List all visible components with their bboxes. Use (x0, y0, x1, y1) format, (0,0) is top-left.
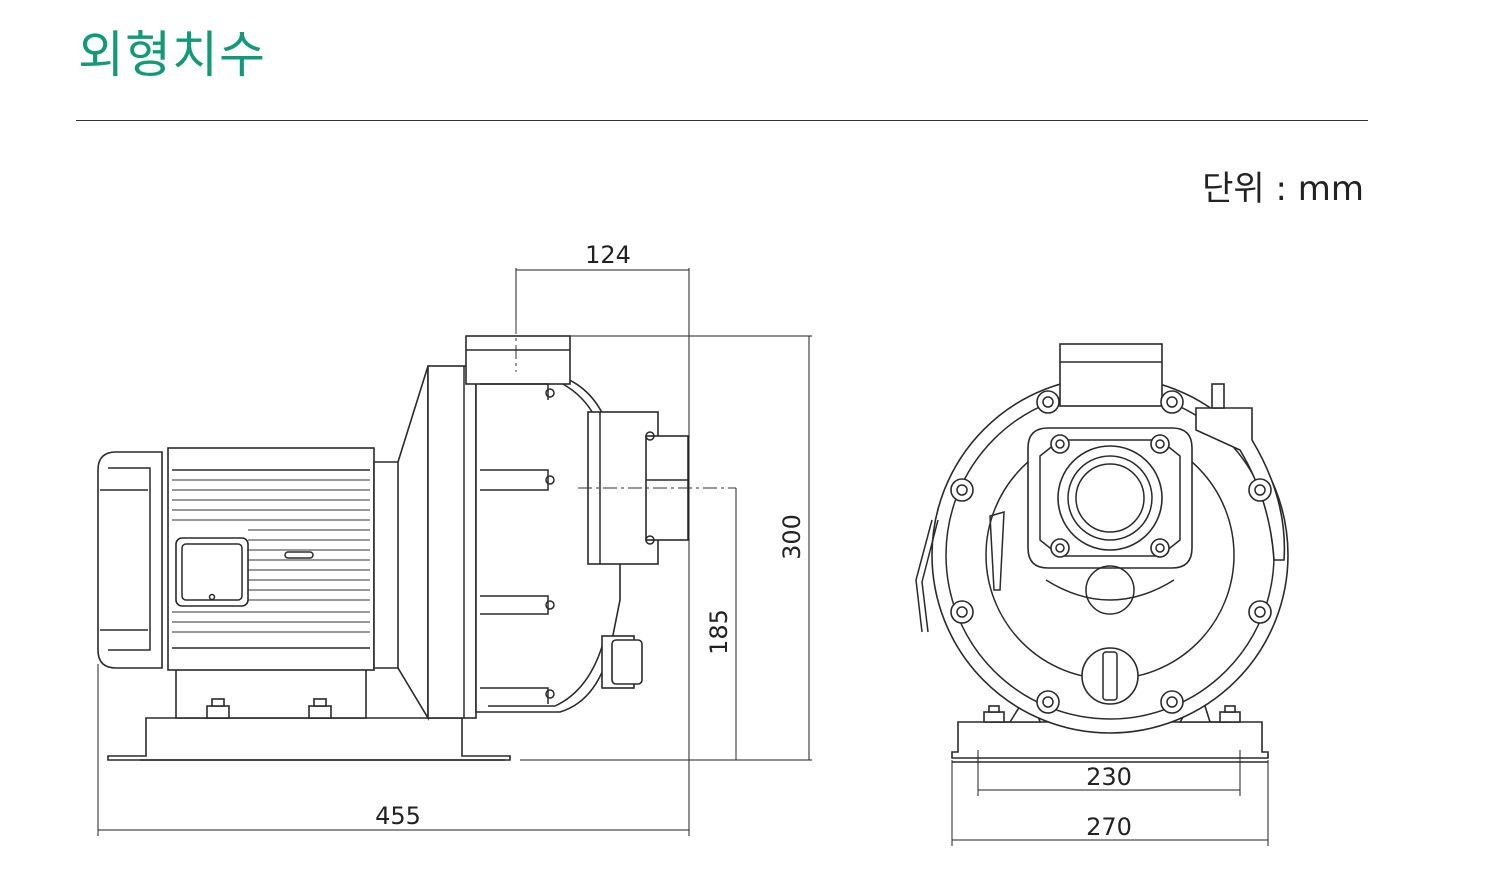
dim-label-185: 185 (705, 609, 733, 655)
casing-bolts (950, 390, 1272, 714)
side-view-pump (97, 320, 736, 761)
terminal-box (175, 537, 249, 607)
base-bolt-left (206, 698, 230, 719)
dim-label-455: 455 (375, 802, 421, 830)
dim-label-230: 230 (1086, 763, 1132, 791)
motor-fins (172, 479, 370, 633)
front-view-dimensions (951, 750, 1269, 846)
front-view-pump (915, 343, 1289, 763)
dim-label-124: 124 (585, 241, 631, 269)
page-title: 외형치수 (78, 26, 266, 84)
dim-label-300: 300 (778, 514, 806, 560)
side-view-dimensions (97, 268, 812, 836)
housing-bolts (480, 383, 655, 704)
title-divider (76, 120, 1368, 121)
unit-label: 단위 : mm (1202, 169, 1364, 209)
drain-plug (601, 635, 643, 689)
base-bolt-left (983, 705, 1005, 723)
base-bolt-right (1219, 705, 1241, 723)
drain-plug (1081, 647, 1139, 705)
base-bolt-right (308, 698, 332, 719)
dim-label-270: 270 (1086, 813, 1132, 841)
